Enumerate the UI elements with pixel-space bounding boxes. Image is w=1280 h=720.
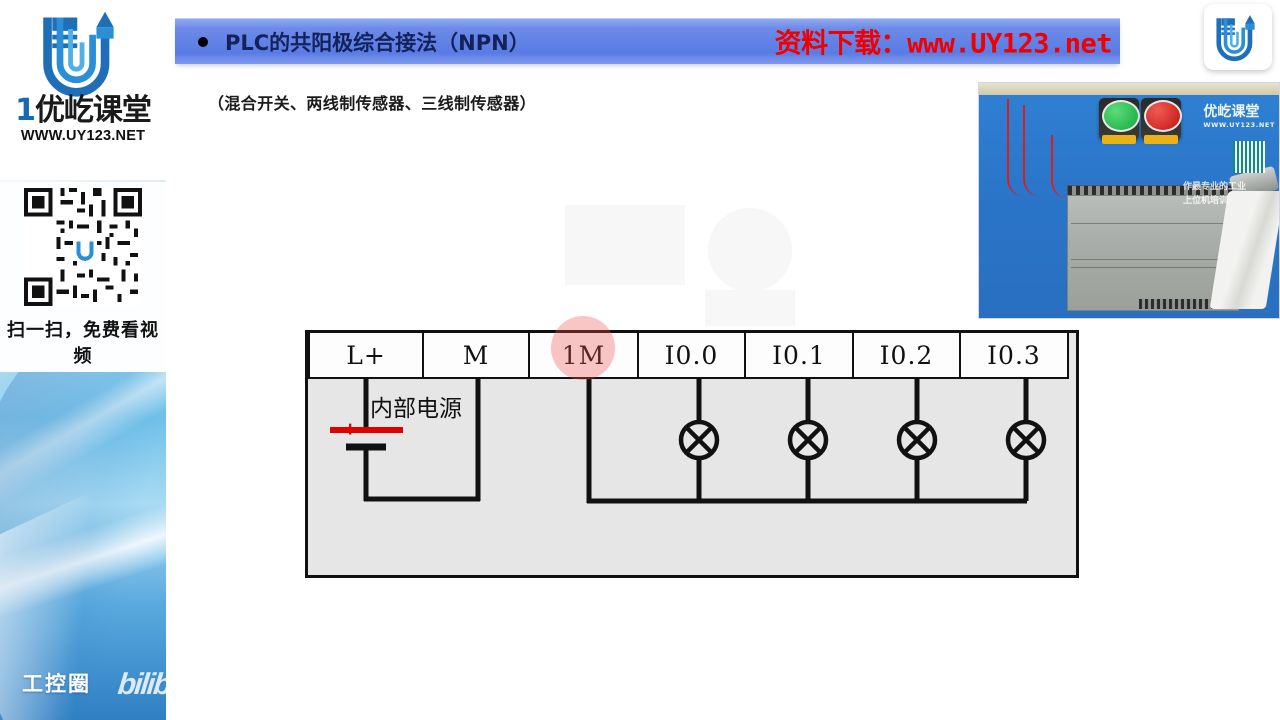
plc-seam-3 bbox=[1071, 267, 1235, 268]
video-top-strip bbox=[979, 83, 1279, 95]
brand-url: WWW.UY123.NET bbox=[20, 128, 146, 144]
page-title: PLC的共阳极综合接法（NPN） bbox=[225, 30, 530, 55]
red-button-base bbox=[1144, 135, 1178, 144]
slide-title-bar: PLC的共阳极综合接法（NPN） 资料下载：www.UY123.net bbox=[175, 18, 1120, 64]
bullet-dot-icon bbox=[198, 36, 208, 47]
terminal-l-plus[interactable]: L+ bbox=[308, 331, 424, 379]
plc-bottom-terminal-strip bbox=[1139, 299, 1215, 309]
corner-brand-badge bbox=[1204, 4, 1272, 70]
brand-logo-block: 1优屹课堂 WWW.UY123.NET bbox=[0, 0, 166, 180]
uy123-u-pencil-logo-icon bbox=[1216, 15, 1255, 62]
plc-seam-2 bbox=[1071, 259, 1235, 260]
qr-code-icon[interactable] bbox=[24, 188, 142, 306]
polarity-plus-label: + bbox=[344, 418, 357, 441]
green-button-base bbox=[1102, 135, 1136, 144]
video-overlay-brand: 优屹课堂 WWW.UY123.NET bbox=[1203, 104, 1275, 129]
background-watermark bbox=[565, 205, 795, 326]
red-wire-2 bbox=[1023, 105, 1049, 197]
terminal-i0-2[interactable]: I0.2 bbox=[851, 331, 962, 379]
terminal-1m[interactable]: 1M bbox=[528, 331, 639, 379]
red-wire-1 bbox=[1007, 99, 1033, 197]
terminal-i0-3[interactable]: I0.3 bbox=[959, 331, 1069, 379]
terminal-row: L+ M 1M I0.0 I0.1 I0.2 I0.3 bbox=[308, 331, 1076, 379]
brand-sidebar: 1优屹课堂 WWW.UY123.NET bbox=[0, 0, 166, 720]
plc-module-body bbox=[1067, 195, 1239, 311]
plc-npn-common-anode-wiring-diagram: L+ M 1M I0.0 I0.1 I0.2 I0.3 bbox=[305, 330, 1079, 578]
red-wire-3 bbox=[1051, 135, 1085, 199]
plc-trainer-board-video[interactable]: 优屹课堂 WWW.UY123.NET 作最专业的工业 上位机培训 bbox=[978, 82, 1280, 319]
internal-wiring bbox=[330, 379, 1047, 504]
qr-caption: 扫一扫，免费看视频 bbox=[7, 320, 159, 367]
terminal-i0-1[interactable]: I0.1 bbox=[744, 331, 854, 379]
green-push-button bbox=[1099, 98, 1140, 140]
bilibili-watermark: bilibili bbox=[116, 668, 166, 701]
video-overlay-slogan: 作最专业的工业 上位机培训 bbox=[1183, 182, 1247, 206]
uy123-u-pencil-logo-icon bbox=[43, 11, 114, 97]
page-subtitle: （混合开关、两线制传感器、三线制传感器） bbox=[208, 94, 537, 113]
video-overlay-url: WWW.UY123.NET bbox=[1203, 121, 1275, 129]
internal-power-supply-label: 内部电源 bbox=[370, 396, 462, 422]
qr-code-block: 扫一扫，免费看视频 bbox=[0, 182, 166, 372]
video-qr-icon bbox=[1233, 141, 1265, 173]
brand-name-cn: 1优屹课堂 bbox=[15, 93, 152, 128]
plc-seam-1 bbox=[1071, 223, 1235, 224]
download-notice: 资料下载：www.UY123.net bbox=[774, 28, 1113, 60]
terminal-i0-0[interactable]: I0.0 bbox=[636, 331, 747, 379]
channel-name: 工控圈 bbox=[22, 672, 91, 696]
red-push-button bbox=[1141, 98, 1182, 140]
terminal-m[interactable]: M bbox=[421, 331, 531, 379]
